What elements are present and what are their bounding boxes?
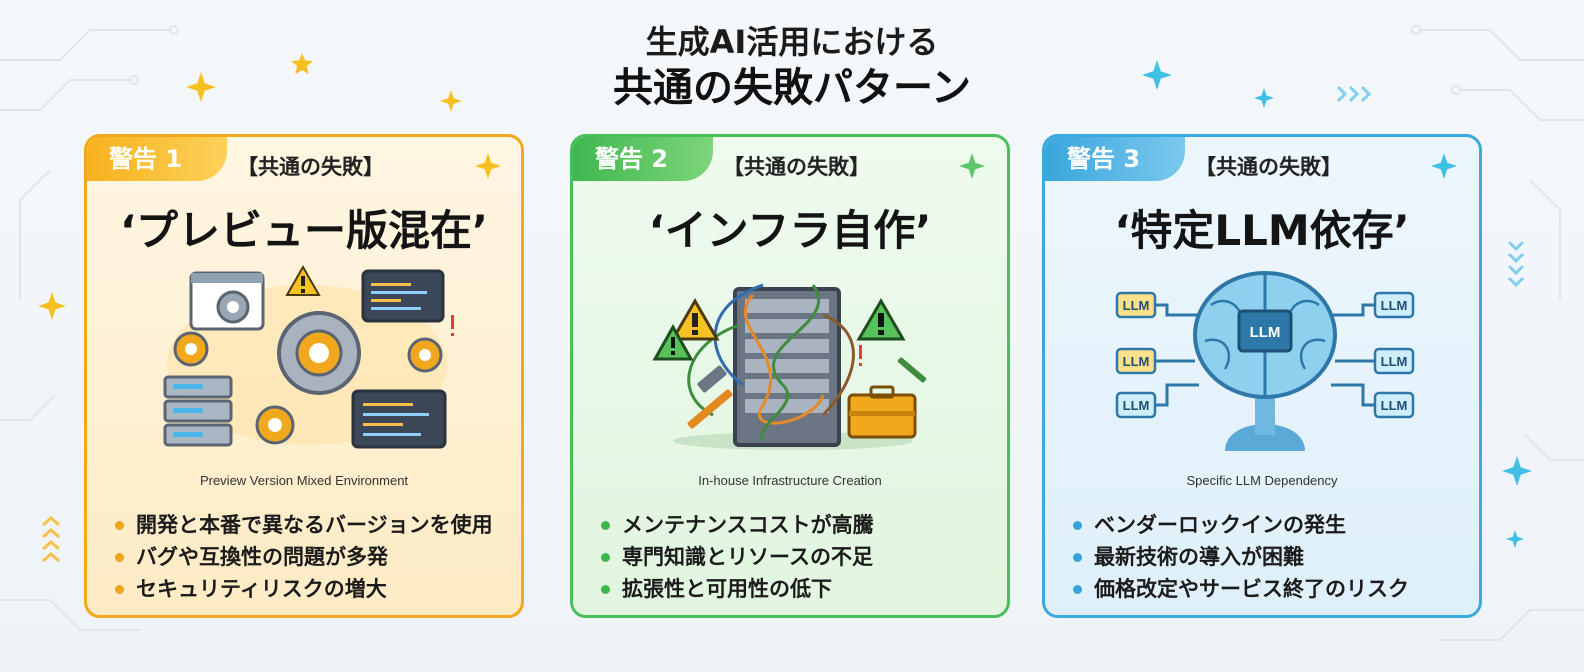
sparkle-icon — [440, 90, 462, 112]
llm-tag: LLM — [1123, 354, 1150, 369]
sparkle-icon — [1254, 88, 1274, 108]
card-kicker: 【共通の失敗】 — [723, 155, 870, 179]
warning-card-inhouse-infra: 警告 2 【共通の失敗】 ‘インフラ自作’ In-house Infr — [570, 134, 1010, 618]
llm-tag: LLM — [1381, 398, 1408, 413]
list-item: メンテナンスコストが高騰 — [601, 509, 1001, 541]
bullet-dot-icon — [115, 552, 124, 562]
warning-badge: 警告 1 — [87, 137, 227, 181]
card-caption: Preview Version Mixed Environment — [199, 473, 409, 488]
sparkle-icon — [1506, 530, 1524, 548]
card-title: ‘インフラ自作’ — [648, 206, 932, 255]
chip-label: LLM — [1250, 324, 1281, 341]
llm-tag: LLM — [1123, 298, 1150, 313]
llm-brain-illustration: LLM LLM LLM LLM LLM LLM LLM — [1115, 271, 1415, 451]
bullet-text: 専門知識とリソースの不足 — [622, 545, 873, 569]
bullet-text: 価格改定やサービス終了のリスク — [1094, 577, 1409, 601]
chevrons-up-icon — [42, 516, 60, 563]
sparkle-icon — [475, 153, 501, 179]
llm-tag: LLM — [1123, 398, 1150, 413]
messy-server-rack-illustration — [652, 283, 927, 450]
card-kicker: 【共通の失敗】 — [1195, 155, 1342, 179]
bullet-text: ベンダーロックインの発生 — [1094, 513, 1346, 537]
warning-card-preview-mixed: 警告 1 【共通の失敗】 ‘プレビュー版混在’ Preview Version … — [84, 134, 524, 618]
bullet-dot-icon — [115, 520, 124, 530]
card-title: ‘特定LLM依存’ — [1114, 206, 1410, 255]
bullet-text: バグや互換性の問題が多発 — [136, 545, 388, 569]
bullet-dot-icon — [601, 520, 610, 530]
bullet-text: 最新技術の導入が困難 — [1094, 545, 1304, 569]
list-item: 開発と本番で異なるバージョンを使用 — [115, 509, 515, 541]
bullet-dot-icon — [115, 584, 124, 594]
bullet-list: メンテナンスコストが高騰 専門知識とリソースの不足 拡張性と可用性の低下 — [601, 509, 1001, 605]
warning-badge: 警告 3 — [1045, 137, 1185, 181]
sparkle-icon — [1142, 60, 1172, 90]
warning-badge: 警告 2 — [573, 137, 713, 181]
list-item: セキュリティリスクの増大 — [115, 573, 515, 605]
sparkle-icon — [959, 153, 985, 179]
card-caption: Specific LLM Dependency — [1186, 473, 1338, 488]
llm-tag: LLM — [1381, 298, 1408, 313]
list-item: 価格改定やサービス終了のリスク — [1073, 573, 1473, 605]
sparkle-icon — [38, 292, 66, 320]
bullet-list: ベンダーロックインの発生 最新技術の導入が困難 価格改定やサービス終了のリスク — [1073, 509, 1473, 605]
bullet-dot-icon — [1073, 520, 1082, 530]
bullet-text: 拡張性と可用性の低下 — [622, 577, 832, 601]
list-item: 拡張性と可用性の低下 — [601, 573, 1001, 605]
sparkle-icon — [1502, 456, 1532, 486]
warning-card-llm-dependency: 警告 3 【共通の失敗】 ‘特定LLM依存’ LLM LLM LLM LLM L… — [1042, 134, 1482, 618]
llm-tag: LLM — [1381, 354, 1408, 369]
bullet-dot-icon — [601, 584, 610, 594]
chevrons-down-icon — [1507, 240, 1525, 288]
list-item: 専門知識とリソースの不足 — [601, 541, 1001, 573]
bullet-text: メンテナンスコストが高騰 — [622, 513, 874, 537]
sparkle-icon — [1431, 153, 1457, 179]
gears-servers-illustration — [163, 265, 454, 449]
page-title: 生成AI活用における 共通の失敗パターン — [0, 22, 1584, 114]
title-line-2: 共通の失敗パターン — [613, 65, 971, 111]
bullet-dot-icon — [601, 552, 610, 562]
sparkle-icon — [186, 72, 216, 102]
card-title: ‘プレビュー版混在’ — [120, 206, 488, 255]
card-kicker: 【共通の失敗】 — [237, 155, 384, 179]
bullet-text: 開発と本番で異なるバージョンを使用 — [136, 513, 493, 537]
card-caption: In-house Infrastructure Creation — [698, 473, 882, 488]
star-icon — [291, 53, 313, 75]
bullet-dot-icon — [1073, 552, 1082, 562]
bullet-list: 開発と本番で異なるバージョンを使用 バグや互換性の問題が多発 セキュリティリスク… — [115, 509, 515, 605]
bullet-text: セキュリティリスクの増大 — [136, 577, 387, 601]
chevrons-right-icon — [1336, 85, 1372, 103]
title-line-1: 生成AI活用における — [645, 23, 939, 61]
list-item: 最新技術の導入が困難 — [1073, 541, 1473, 573]
list-item: ベンダーロックインの発生 — [1073, 509, 1473, 541]
bullet-dot-icon — [1073, 584, 1082, 594]
list-item: バグや互換性の問題が多発 — [115, 541, 515, 573]
